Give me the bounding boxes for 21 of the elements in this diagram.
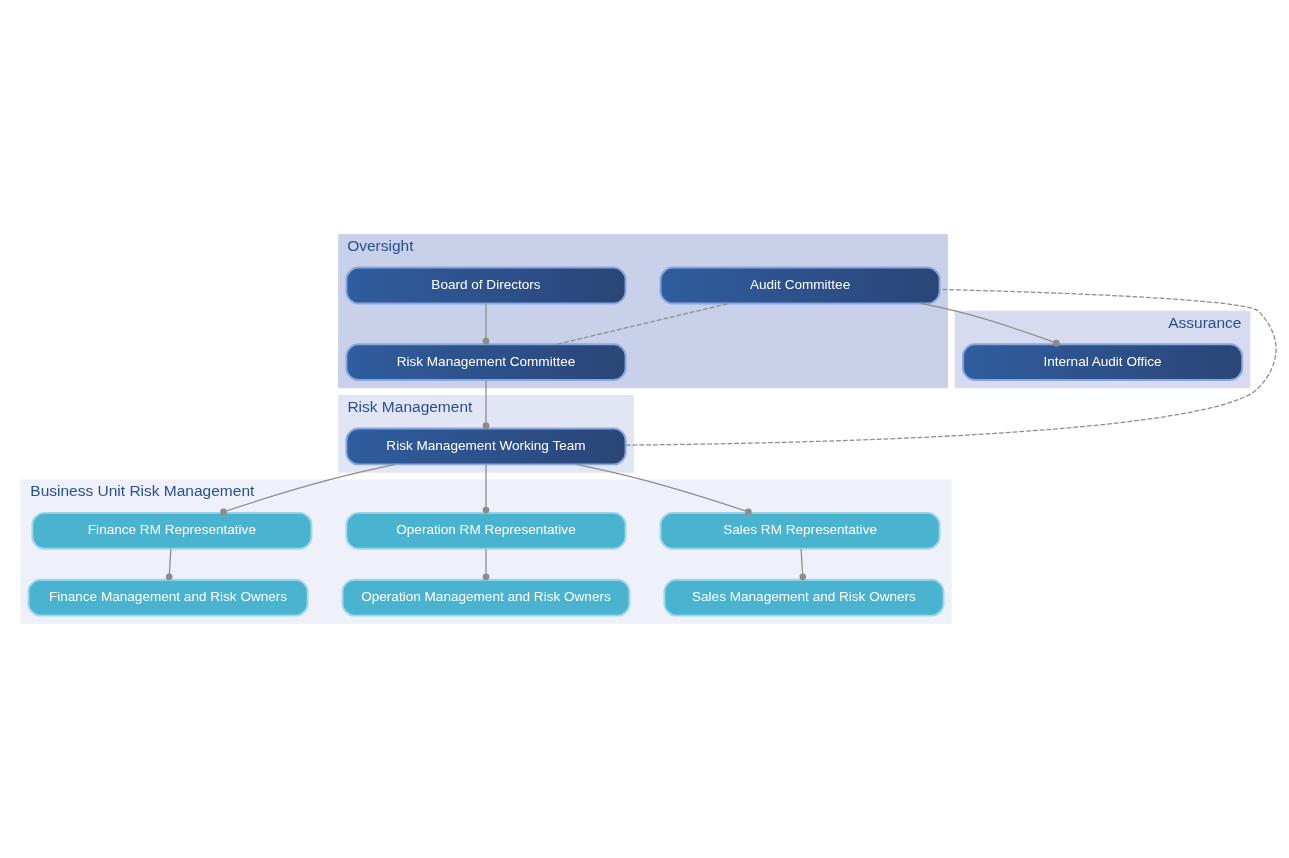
connector xyxy=(799,548,807,581)
connector xyxy=(625,288,1277,446)
node-box: Board of Directors xyxy=(345,266,627,305)
node-box: Finance Management and Risk Owners xyxy=(27,578,309,617)
node-box: Audit Committee xyxy=(659,266,941,305)
node-box: Operation RM Representative xyxy=(345,511,627,550)
connector xyxy=(482,379,490,430)
connector xyxy=(165,548,173,581)
node-box: Operation Management and Risk Owners xyxy=(341,578,631,617)
node-box: Risk Management Committee xyxy=(345,343,627,381)
node-box: Internal Audit Office xyxy=(961,343,1244,381)
connector xyxy=(220,463,397,516)
node-box: Sales RM Representative xyxy=(659,511,941,550)
connector xyxy=(575,463,752,516)
connector xyxy=(482,303,490,345)
node-box: Finance RM Representative xyxy=(31,511,313,550)
connector xyxy=(920,302,1060,347)
node-box: Risk Management Working Team xyxy=(345,427,627,466)
connector xyxy=(482,548,490,581)
node-box: Sales Management and Risk Owners xyxy=(663,578,945,617)
connector xyxy=(482,463,490,514)
